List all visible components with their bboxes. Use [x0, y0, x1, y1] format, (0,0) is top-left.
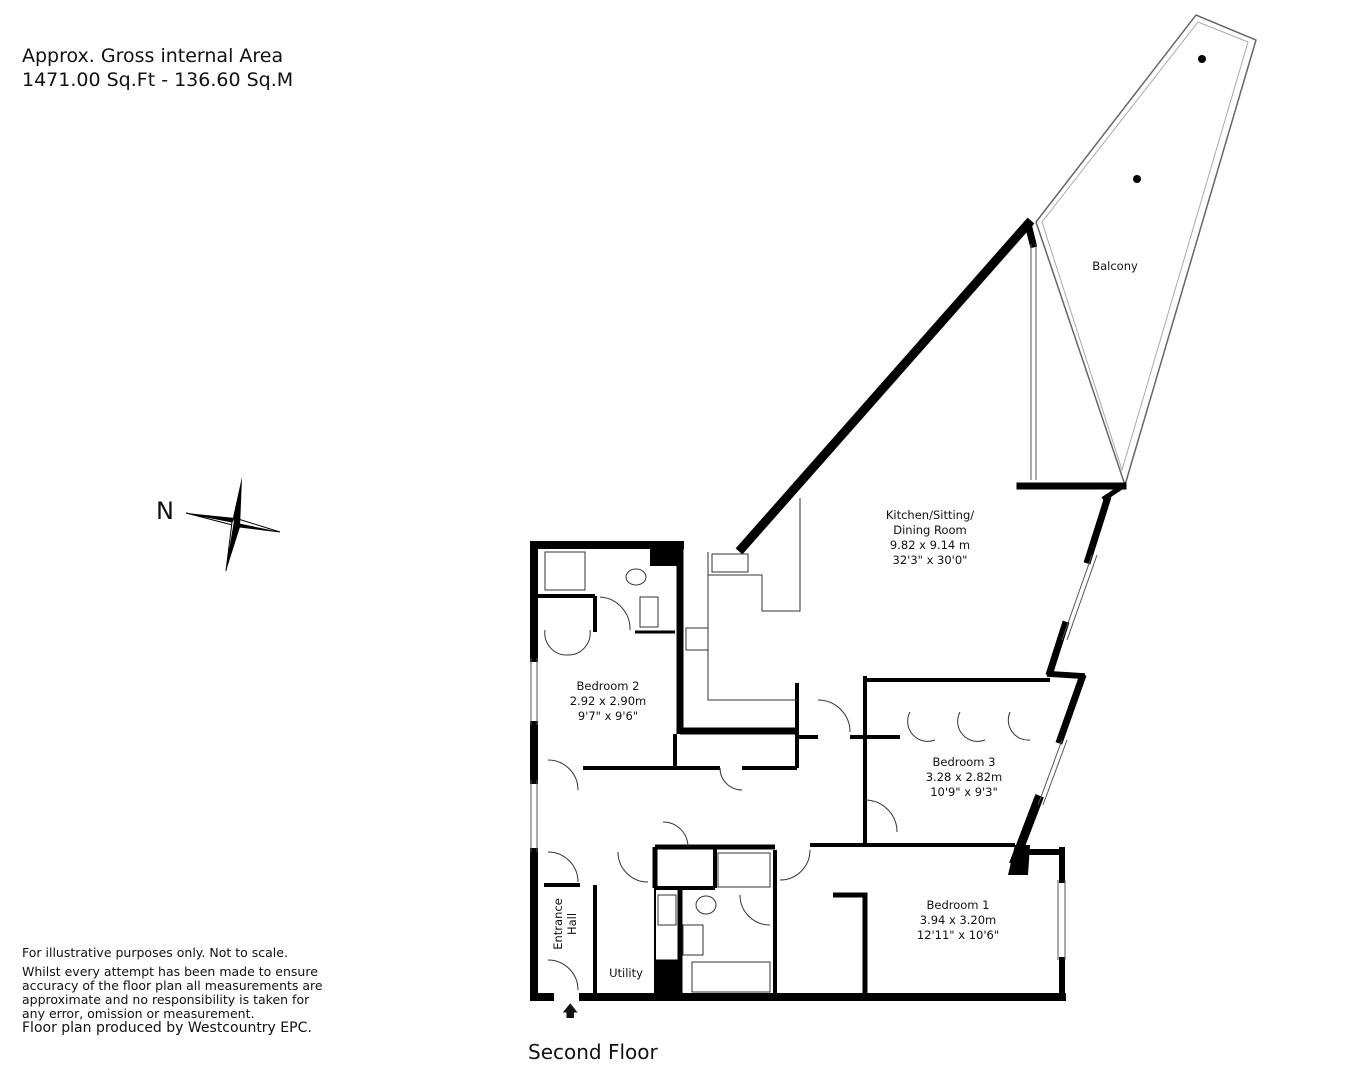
walls	[530, 217, 1127, 1001]
room-name-2: Dining Room	[893, 523, 967, 537]
room-name: Bedroom 3	[932, 755, 996, 769]
gross-area-heading: Approx. Gross internal Area 1471.00 Sq.F…	[22, 44, 293, 92]
room-name-2: Hall	[565, 912, 579, 936]
disclaimer-line: accuracy of the floor plan all measureme…	[22, 978, 323, 993]
room-name: Balcony	[1092, 259, 1138, 273]
bath-icon	[691, 961, 771, 993]
compass-icon	[185, 477, 281, 572]
room-imperial: 9'7" x 9'6"	[577, 709, 639, 723]
credit-line: Floor plan produced by Westcountry EPC.	[22, 1020, 312, 1036]
room-bedroom-1: Bedroom 1 3.94 x 3.20m 12'11" x 10'6"	[917, 898, 999, 943]
toilet-icon	[625, 568, 647, 586]
shower-icon	[717, 852, 771, 888]
shower-icon	[544, 551, 586, 591]
room-metric: 2.92 x 2.90m	[569, 694, 647, 708]
floor-label: Second Floor	[528, 1040, 658, 1064]
room-entrance-hall: Entrance Hall	[551, 896, 579, 952]
room-imperial: 32'3" x 30'0"	[892, 553, 968, 567]
entrance-arrow-icon: 🡅	[562, 1001, 579, 1020]
room-imperial: 12'11" x 10'6"	[916, 928, 1000, 942]
room-utility: Utility	[609, 966, 643, 981]
room-metric: 9.82 x 9.14 m	[889, 538, 971, 552]
disclaimer-line: any error, omission or measurement.	[22, 1006, 255, 1021]
room-name: Kitchen/Sitting/	[885, 508, 975, 522]
fixtures	[544, 498, 1031, 993]
disclaimer: For illustrative purposes only. Not to s…	[22, 945, 323, 1036]
sink-icon	[711, 553, 749, 573]
basin-icon	[682, 924, 704, 956]
disclaimer-line: For illustrative purposes only. Not to s…	[22, 945, 288, 960]
windows	[530, 244, 1098, 960]
room-name: Utility	[609, 966, 643, 980]
disclaimer-line: Whilst every attempt has been made to en…	[22, 964, 318, 979]
room-imperial: 10'9" x 9'3"	[930, 785, 998, 799]
room-metric: 3.94 x 3.20m	[919, 913, 997, 927]
room-name: Bedroom 2	[576, 679, 640, 693]
area-value: 1471.00 Sq.Ft - 136.60 Sq.M	[22, 69, 294, 91]
balcony-outline	[1035, 14, 1257, 488]
basin-icon	[657, 894, 677, 926]
room-name: Bedroom 1	[926, 898, 990, 912]
toilet-icon	[695, 895, 717, 915]
balcony-post	[1133, 175, 1141, 183]
balcony-post	[1198, 55, 1206, 63]
disclaimer-line: approximate and no responsibility is tak…	[22, 992, 310, 1007]
room-metric: 3.28 x 2.82m	[925, 770, 1003, 784]
hob-icon	[685, 627, 709, 651]
room-bedroom-2: Bedroom 2 2.92 x 2.90m 9'7" x 9'6"	[570, 679, 647, 724]
area-title: Approx. Gross internal Area	[22, 45, 284, 67]
compass-north-label: N	[156, 497, 174, 525]
room-kitchen: Kitchen/Sitting/ Dining Room 9.82 x 9.14…	[886, 508, 974, 568]
room-balcony: Balcony	[1092, 259, 1138, 274]
room-bedroom-3: Bedroom 3 3.28 x 2.82m 10'9" x 9'3"	[926, 755, 1003, 800]
room-name: Entrance	[551, 898, 565, 950]
interior-walls	[534, 548, 1062, 998]
basin-icon	[639, 596, 659, 628]
